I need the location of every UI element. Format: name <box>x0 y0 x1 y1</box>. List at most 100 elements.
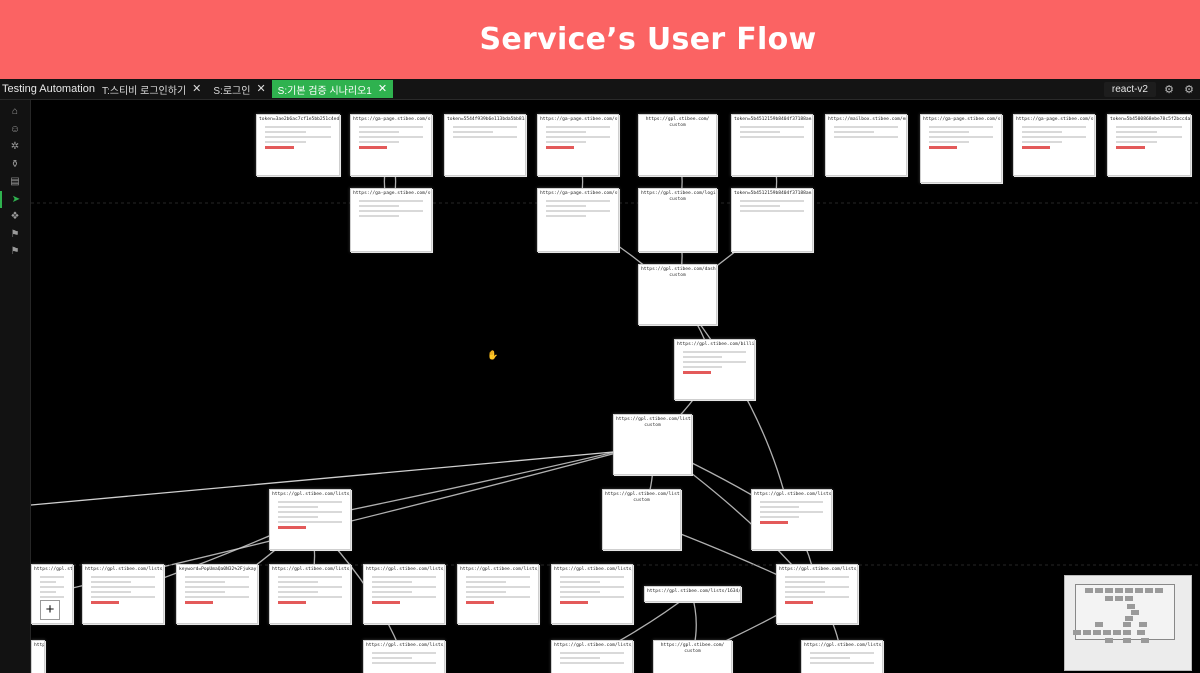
node-url: https://gpl.stibee.com/ <box>660 643 725 648</box>
flow-node[interactable]: https://ga-page.stibee.com/subscriptions… <box>537 188 619 252</box>
flow-node[interactable]: https://gpl.stibee.com/dashboardcustom <box>638 264 717 325</box>
flow-node[interactable]: https://gpl.stibee.com/custom <box>653 640 732 673</box>
minimap-node <box>1125 588 1133 593</box>
node-url: https://mailbox.stibee.com/email/ <box>828 117 906 122</box>
flow-node[interactable]: https://gpl.stibee.com/lists/1634 <box>551 564 633 624</box>
minimap-node <box>1095 622 1103 627</box>
zoom-in-button[interactable]: + <box>40 600 60 620</box>
flow-node[interactable]: https://gpl.stibee.com/lists/1634 <box>457 564 539 624</box>
node-url: https://ga-page.stibee.com/subscriptions… <box>353 191 431 196</box>
preview-line <box>91 596 155 598</box>
flow-node[interactable]: https://gpl.stibee.com/lists/1634 <box>82 564 164 624</box>
home-icon[interactable]: ⌂ <box>11 106 19 117</box>
preview-line <box>278 586 342 588</box>
minimap-node <box>1127 604 1135 609</box>
preview-button <box>278 601 306 604</box>
preview-line <box>372 596 436 598</box>
tab-label: S:로그인 <box>213 85 251 97</box>
close-icon[interactable]: ✕ <box>192 83 202 95</box>
nodes-icon[interactable]: ❖ <box>10 211 20 222</box>
node-url: https://gpl.stibee.com/billing/sta <box>677 342 754 347</box>
preview-line <box>453 131 493 133</box>
close-icon[interactable]: ✕ <box>256 83 266 95</box>
tab-login-test[interactable]: T:스티비 로그인하기 ✕ <box>96 80 207 98</box>
flow-node[interactable]: https://gpl.stibee.com/lists/1634 <box>269 489 351 550</box>
flow-node[interactable]: token=5b4512159b8404f37188ae3d1 <box>731 188 813 252</box>
flow-node[interactable]: https://gpl.stibee.com/lists/1634 <box>551 640 633 673</box>
node-url: https://gpl.stibee.com/lists/1634 <box>460 567 538 572</box>
preview-line <box>372 662 436 664</box>
mouse-cursor-icon: ✋ <box>487 350 499 360</box>
flow-node[interactable]: https://ga-page.stibee.com/subscriptions… <box>920 114 1002 183</box>
minimap-node <box>1103 630 1111 635</box>
preview-button <box>185 601 213 604</box>
title-banner: Service’s User Flow <box>0 0 1200 79</box>
flow-node[interactable]: https://mailbox.stibee.com/email/ <box>825 114 907 176</box>
tab-basic-scenario[interactable]: S:기본 검증 시나리오1 ✕ <box>271 80 394 98</box>
preview-button <box>1116 146 1145 149</box>
flow-node[interactable]: token=5b4512159b8404f37188ae3d1 <box>731 114 813 176</box>
preview-line <box>560 657 600 659</box>
minimap-node <box>1123 622 1131 627</box>
flow-node[interactable]: https://gpl.stibee.com/lists/1634 <box>363 564 445 624</box>
preview-line <box>929 131 969 133</box>
flow-node[interactable]: token=5544f939b6e113bda5bb814e032 <box>444 114 526 176</box>
flow-node[interactable]: https://gpl.stibee.com/lists/new/ <box>751 489 832 550</box>
flow-node[interactable]: https://ga-page.stibee.com/subscriptions… <box>350 188 432 252</box>
preview-line <box>40 596 64 598</box>
flow-node[interactable]: https://ga-page.stibee.com/subscriptions… <box>1013 114 1095 176</box>
preview-line <box>278 506 318 508</box>
preview-line <box>1116 131 1158 133</box>
preview-line <box>265 136 331 138</box>
flow-node[interactable]: https://ga-page.stibee.com/subscriptions… <box>537 114 619 176</box>
minimap-node <box>1139 622 1147 627</box>
flow-node[interactable]: https://gpl.stibee.com/lists/1634 <box>269 564 351 624</box>
flow-node[interactable]: https://gpl.stibee.com/lists/1634 <box>776 564 858 624</box>
gear-icon[interactable]: ⚙ <box>1184 83 1194 96</box>
preview-line <box>683 351 746 353</box>
toolbar-right: react-v2 ⚙ ⚙ <box>1103 79 1200 99</box>
preview-line <box>466 581 506 583</box>
flag-icon[interactable]: ⚑ <box>10 228 20 240</box>
node-url: keyword=PopUmaQa0N32%2Fjukays9adOshbG <box>179 567 257 572</box>
minimap-node <box>1093 630 1101 635</box>
preview-line <box>359 210 423 212</box>
preview-line <box>546 141 586 143</box>
flask-icon[interactable]: ⚱ <box>10 158 20 170</box>
flow-node[interactable]: https://gpl.stibee.com/lists/1634 <box>363 640 445 673</box>
flow-node[interactable]: https://gpl.stibee.com/lists/1634 <box>31 640 45 673</box>
flow-node[interactable]: https://gpl.stibee.com/lists/1634/addres… <box>644 586 741 602</box>
preview-line <box>359 131 399 133</box>
minimap-node <box>1125 596 1133 601</box>
flow-node[interactable]: https://gpl.stibee.com/lists/newcustom <box>602 489 681 550</box>
node-url: https://ga-page.stibee.com/subscriptions… <box>1016 117 1094 122</box>
user-icon[interactable]: ☺ <box>9 123 21 135</box>
tab-login[interactable]: S:로그인 ✕ <box>207 80 271 98</box>
node-url: https://gpl.stibee.com/lists/1634 <box>272 492 350 497</box>
document-icon[interactable]: ▤ <box>10 176 20 187</box>
flow-node[interactable]: https://gpl.stibee.com/lists/1634 <box>801 640 883 673</box>
minimap[interactable] <box>1064 575 1192 671</box>
minimap-node <box>1105 596 1113 601</box>
flag-icon[interactable]: ⚑ <box>10 246 20 257</box>
close-icon[interactable]: ✕ <box>377 83 388 95</box>
settings-icon[interactable]: ✲ <box>10 141 20 152</box>
flow-node[interactable]: https://ga-page.stibee.com/subscriptions… <box>350 114 432 176</box>
preview-button <box>683 371 711 374</box>
preview-line <box>683 366 723 368</box>
minimap-node <box>1123 638 1131 643</box>
flow-node[interactable]: https://gpl.stibee.com/billing/sta <box>674 339 755 400</box>
flow-node[interactable]: token=3ae2b6ac7cf1e5bb251c4ed7b3 <box>256 114 340 176</box>
preview-line <box>760 516 800 518</box>
flow-node[interactable]: https://gpl.stibee.com/custom <box>638 114 717 176</box>
branch-selector[interactable]: react-v2 <box>1103 81 1156 97</box>
flow-node[interactable]: token=5b4500868ebe78c5f2bcc4ae6d5 <box>1107 114 1191 176</box>
send-icon[interactable]: ➤ <box>0 190 30 208</box>
flow-node[interactable]: keyword=PopUmaQa0N32%2Fjukays9adOshbG <box>176 564 258 624</box>
settings-icon[interactable]: ⚙ <box>1164 83 1174 96</box>
minimap-node <box>1135 588 1143 593</box>
preview-line <box>560 591 600 593</box>
